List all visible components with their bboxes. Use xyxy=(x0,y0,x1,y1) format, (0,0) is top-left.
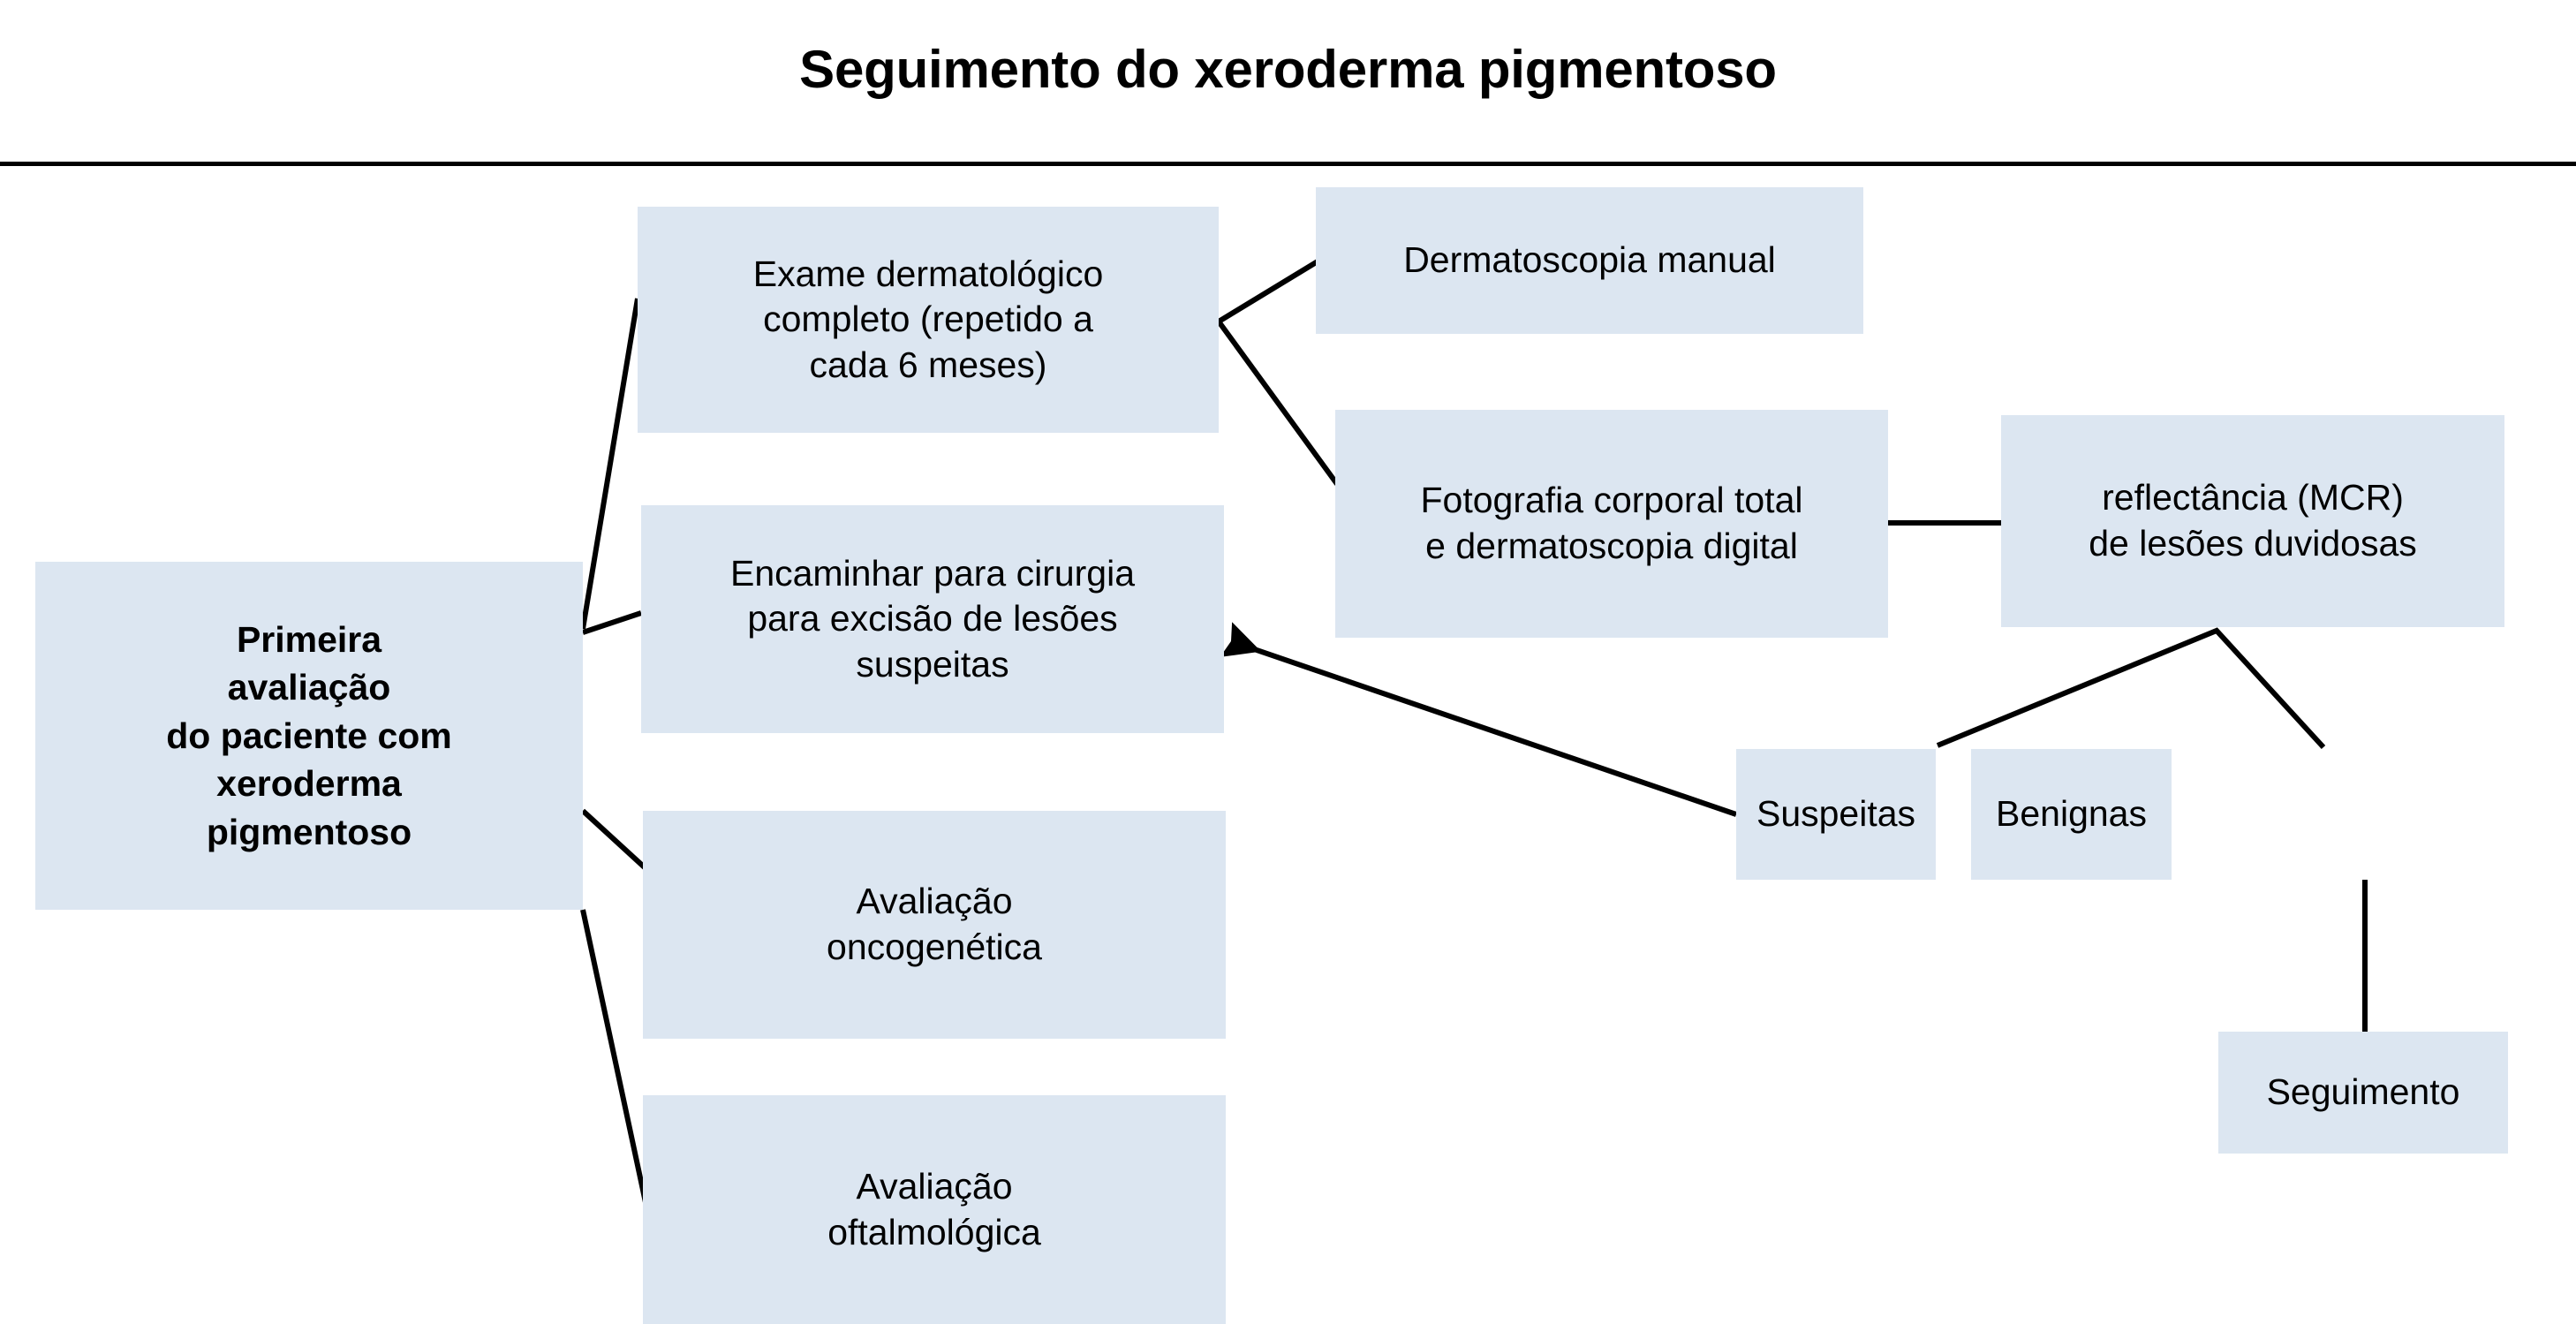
node-seguimento[interactable]: Seguimento xyxy=(2218,1032,2508,1154)
edge-suspeitas-to-encaminhar xyxy=(1220,622,1737,817)
node-mcr[interactable]: reflectância (MCR)de lesões duvidosas xyxy=(2001,415,2504,627)
node-mcr-label: reflectância (MCR)de lesões duvidosas xyxy=(2089,477,2417,564)
node-suspeitas[interactable]: Suspeitas xyxy=(1736,749,1936,880)
node-dermatoscopia-manual-label: Dermatoscopia manual xyxy=(1403,239,1776,281)
node-benignas-label: Benignas xyxy=(1996,793,2147,835)
edge-root-to-oftalmologica xyxy=(580,909,649,1207)
edge-root-to-exame xyxy=(580,298,640,630)
edge-mcr-branch xyxy=(1936,627,2326,750)
edge-root-to-oncogenetica xyxy=(580,808,649,872)
page-title: Seguimento do xeroderma pigmentoso xyxy=(799,40,1777,100)
node-suspeitas-label: Suspeitas xyxy=(1756,793,1916,835)
edge-root-to-encaminhar xyxy=(582,610,642,635)
node-dermatoscopia-manual[interactable]: Dermatoscopia manual xyxy=(1316,187,1863,334)
header-divider xyxy=(0,162,2576,166)
node-seguimento-label: Seguimento xyxy=(2266,1071,2460,1113)
node-benignas[interactable]: Benignas xyxy=(1971,749,2172,880)
